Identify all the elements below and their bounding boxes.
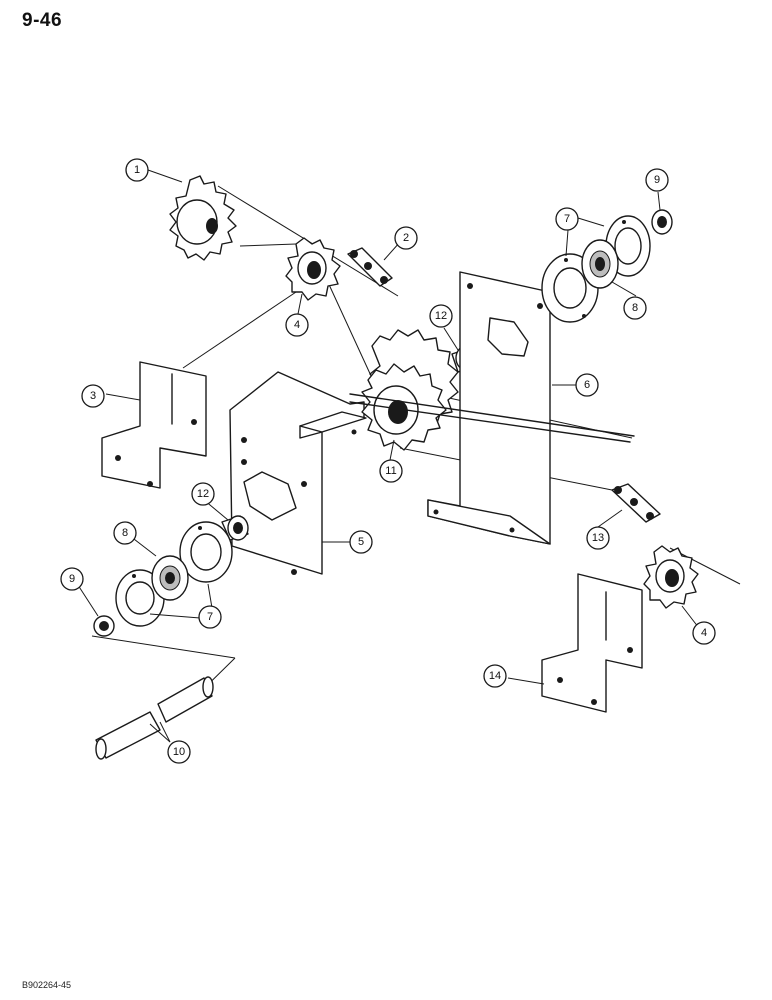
part-9-collar-lower [93, 615, 115, 637]
svg-text:2: 2 [403, 232, 409, 244]
svg-text:14: 14 [489, 670, 501, 682]
part-10-shaft [95, 676, 214, 760]
page-number: 9-46 [22, 10, 63, 31]
svg-text:9: 9 [654, 174, 660, 186]
part-6-right-plate [349, 271, 635, 545]
svg-text:10: 10 [173, 746, 185, 758]
svg-text:9: 9 [69, 573, 75, 585]
callout-10: 10 [167, 740, 191, 764]
part-4-small-sprocket-lower [643, 545, 699, 609]
part-7-flange-upper [541, 215, 651, 323]
callout-9-lower: 9 [60, 567, 84, 591]
part-3-bracket-upper [101, 361, 207, 489]
callout-5: 5 [349, 530, 373, 554]
callout-12-upper: 12 [429, 304, 453, 328]
part-12-bushing-lower [221, 515, 249, 541]
svg-text:12: 12 [197, 488, 209, 500]
part-1-sprocket-hub [169, 175, 237, 261]
svg-text:4: 4 [701, 627, 707, 639]
svg-text:8: 8 [632, 302, 638, 314]
svg-text:12: 12 [435, 310, 447, 322]
callout-8-upper: 8 [623, 296, 647, 320]
callout-2: 2 [394, 226, 418, 250]
callout-7-lower: 7 [198, 605, 222, 629]
svg-text:1: 1 [134, 164, 140, 176]
callout-7-upper: 7 [555, 207, 579, 231]
callout-9-upper: 9 [645, 168, 669, 192]
part-14-bracket-lower [541, 573, 643, 713]
callout-8-lower: 8 [113, 521, 137, 545]
part-11-double-sprocket [361, 329, 459, 451]
svg-text:8: 8 [122, 527, 128, 539]
svg-text:5: 5 [358, 536, 364, 548]
callout-leaders [75, 169, 703, 743]
callout-4-upper: 4 [285, 313, 309, 337]
part-8-bearing-lower [151, 555, 189, 601]
callout-13: 13 [586, 526, 610, 550]
part-4-small-sprocket-upper [285, 237, 341, 301]
callout-3: 3 [81, 384, 105, 408]
callout-11: 11 [379, 459, 403, 483]
part-13-chain-link [611, 483, 661, 523]
callout-4-lower: 4 [692, 621, 716, 645]
part-7-flange-lower [115, 521, 233, 627]
svg-text:7: 7 [207, 611, 213, 623]
svg-text:11: 11 [385, 465, 396, 477]
part-5-main-plate [229, 371, 367, 575]
svg-text:3: 3 [90, 390, 96, 402]
part-8-bearing-upper [581, 239, 619, 289]
part-2-chain-link [347, 247, 393, 287]
callout-14: 14 [483, 664, 507, 688]
callout-1: 1 [125, 158, 149, 182]
svg-text:4: 4 [294, 319, 300, 331]
callout-6: 6 [575, 373, 599, 397]
svg-text:13: 13 [592, 532, 604, 544]
callout-12-lower: 12 [191, 482, 215, 506]
svg-text:6: 6 [584, 379, 590, 391]
document-code: B902264-45 [22, 980, 72, 990]
svg-text:7: 7 [564, 213, 570, 225]
part-9-collar-upper [651, 209, 673, 235]
